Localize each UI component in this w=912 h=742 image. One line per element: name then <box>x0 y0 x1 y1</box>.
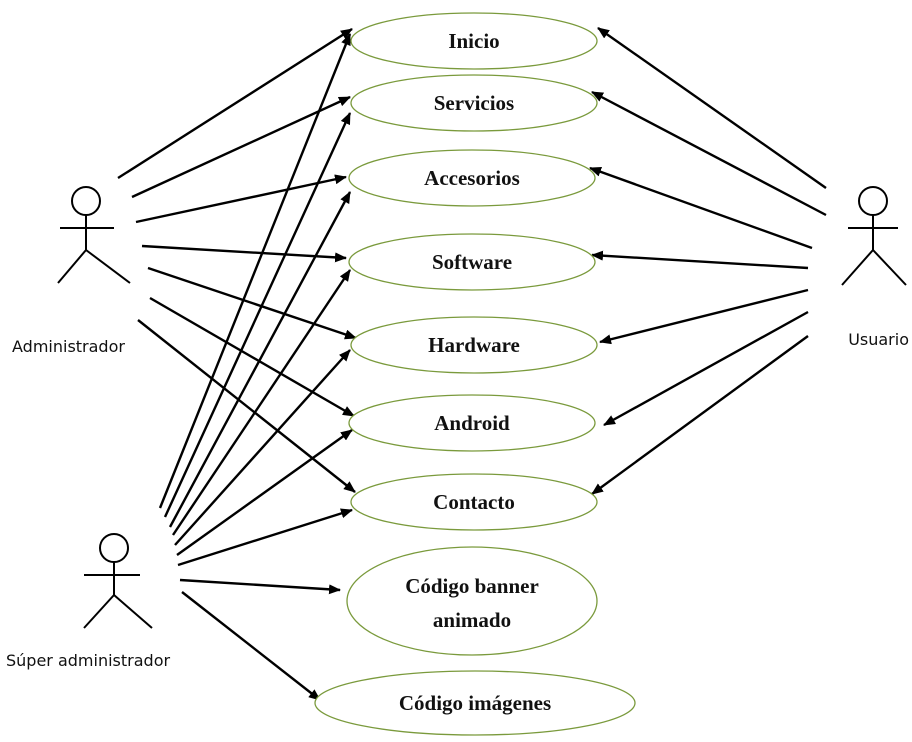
actor-usuario-label: Usuario <box>848 330 909 349</box>
association-arrow-super-accesorios <box>168 191 352 528</box>
association-arrow-super-servicios <box>163 112 352 518</box>
usecase-accesorios: Accesorios <box>348 149 596 207</box>
usecase-hardware-ellipse <box>350 316 598 374</box>
association-arrow-administrador-contacto <box>137 319 356 493</box>
usecase-inicio-label: Inicio <box>448 29 499 53</box>
stick-figure-icon <box>83 533 153 629</box>
association-arrow-administrador-inicio <box>117 27 353 180</box>
actor-administrador: Administrador <box>12 186 131 356</box>
usecase-imagenes-label: Código imágenes <box>399 691 551 715</box>
usecase-android-ellipse <box>348 394 596 452</box>
association-arrow-super-hardware <box>174 349 351 546</box>
usecase-inicio: Inicio <box>350 12 598 70</box>
association-arrow-usuario-software <box>591 250 809 270</box>
association-arrow-super-android <box>176 429 353 556</box>
association-arrow-super-inicio <box>158 33 352 509</box>
usecase-accesorios-ellipse <box>348 149 596 207</box>
association-arrow-super-contacto <box>177 508 353 567</box>
usecase-android-label: Android <box>434 411 510 435</box>
usecase-banner: Código banner animado <box>346 546 598 656</box>
usecase-hardware: Hardware <box>350 316 598 374</box>
usecase-servicios-ellipse <box>350 74 598 132</box>
usecase-servicios: Servicios <box>350 74 598 132</box>
association-arrow-usuario-accesorios <box>589 166 813 250</box>
usecase-contacto: Contacto <box>350 473 598 531</box>
usecase-software-ellipse <box>348 233 596 291</box>
stick-figure-icon <box>57 186 131 284</box>
usecase-hardware-label: Hardware <box>428 333 520 357</box>
usecase-servicios-label: Servicios <box>434 91 514 115</box>
usecase-software: Software <box>348 233 596 291</box>
association-arrow-usuario-servicios <box>591 90 827 217</box>
association-arrow-usuario-android <box>603 310 809 427</box>
usecase-imagenes: Código imágenes <box>314 670 636 736</box>
association-arrow-administrador-software <box>141 244 347 263</box>
association-arrow-usuario-contacto <box>591 335 809 495</box>
association-arrow-super-imagenes <box>181 591 321 701</box>
association-arrow-administrador-servicios <box>131 95 351 199</box>
association-arrow-super-software <box>172 269 351 536</box>
actor-administrador-label: Administrador <box>12 337 125 356</box>
association-arrow-super-banner <box>179 578 341 595</box>
usecase-banner-label-line1: Código banner <box>405 574 539 598</box>
associations <box>117 27 827 701</box>
association-arrow-administrador-accesorios <box>135 174 347 224</box>
usecase-inicio-ellipse <box>350 12 598 70</box>
usecase-contacto-label: Contacto <box>433 490 515 514</box>
association-arrow-administrador-android <box>149 296 355 418</box>
stick-figure-icon <box>841 186 907 286</box>
actor-super-administrador-label: Súper administrador <box>6 651 170 670</box>
usecase-banner-label-line2: animado <box>433 608 511 632</box>
usecase-banner-ellipse <box>346 546 598 656</box>
association-arrow-usuario-hardware <box>599 288 809 345</box>
usecase-imagenes-ellipse <box>314 670 636 736</box>
usecase-accesorios-label: Accesorios <box>424 166 520 190</box>
usecase-contacto-ellipse <box>350 473 598 531</box>
actor-super-administrador: Súper administrador <box>6 533 170 670</box>
association-arrow-administrador-hardware <box>147 266 357 340</box>
usecase-android: Android <box>348 394 596 452</box>
actor-usuario: Usuario <box>841 186 909 349</box>
association-arrow-usuario-inicio <box>597 27 827 189</box>
usecase-software-label: Software <box>432 250 512 274</box>
